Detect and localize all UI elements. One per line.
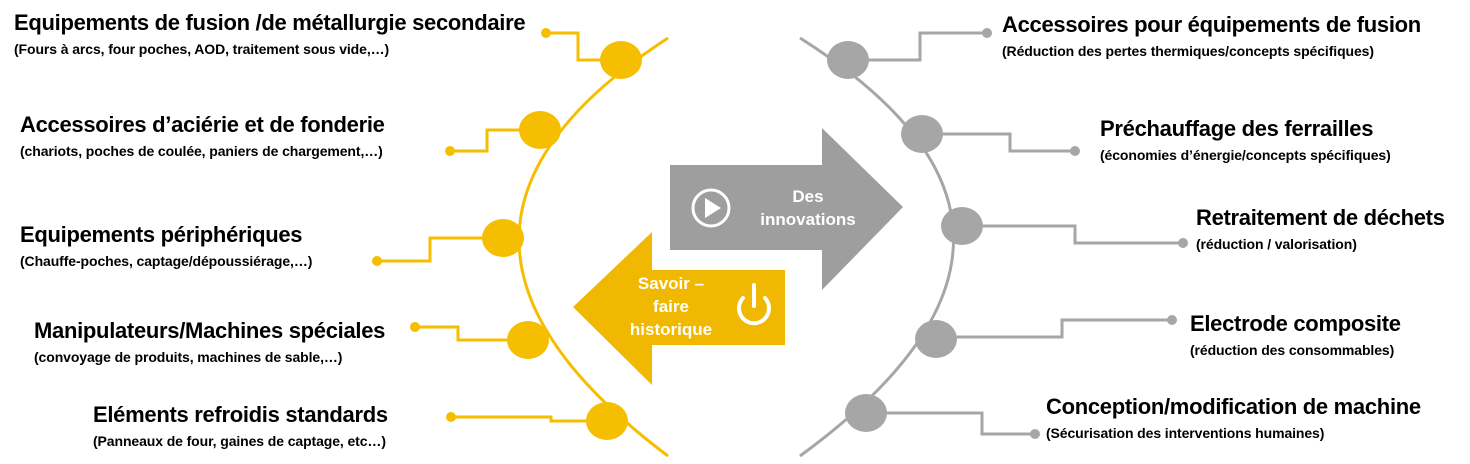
heritage-connector bbox=[377, 236, 503, 263]
innovation-item-title: Préchauffage des ferrailles bbox=[1100, 116, 1374, 141]
heritage-arrow-line3: historique bbox=[629, 320, 713, 339]
power-icon bbox=[737, 283, 771, 326]
heritage-connector bbox=[450, 128, 540, 153]
heritage-item-title: Accessoires d’aciérie et de fonderie bbox=[20, 112, 385, 137]
innovation-item-title: Retraitement de déchets bbox=[1196, 205, 1445, 230]
heritage-arrow-line2: faire bbox=[653, 297, 689, 316]
heritage-arrow bbox=[573, 232, 785, 385]
innovation-connector-dot bbox=[982, 28, 992, 38]
innovation-connector-dot bbox=[1070, 146, 1080, 156]
innovation-item-subtitle: (réduction des consommables) bbox=[1190, 342, 1395, 358]
innovation-connector-dot bbox=[1178, 238, 1188, 248]
heritage-node bbox=[586, 402, 628, 440]
innovation-connector bbox=[962, 224, 1183, 245]
innovation-node bbox=[941, 207, 983, 245]
innovation-item-subtitle: (économies d’énergie/concepts spécifique… bbox=[1100, 147, 1391, 163]
heritage-node bbox=[482, 219, 524, 257]
heritage-item-subtitle: (chariots, poches de coulée, paniers de … bbox=[20, 143, 383, 159]
heritage-connector bbox=[415, 325, 528, 342]
innovation-item-subtitle: (Réduction des pertes thermiques/concept… bbox=[1002, 43, 1374, 59]
innovation-item-title: Accessoires pour équipements de fusion bbox=[1002, 12, 1421, 37]
innovation-arrow-label: Des innovations bbox=[738, 185, 878, 231]
heritage-item-title: Eléments refroidis standards bbox=[93, 402, 388, 427]
heritage-connector-dot bbox=[541, 28, 551, 38]
innovation-connector bbox=[851, 31, 987, 62]
innovation-item-subtitle: (Sécurisation des interventions humaines… bbox=[1046, 425, 1325, 441]
heritage-node bbox=[507, 321, 549, 359]
heritage-item-title: Equipements de fusion /de métallurgie se… bbox=[14, 10, 526, 35]
heritage-arrow-label: Savoir – faire historique bbox=[608, 272, 734, 341]
heritage-item-title: Equipements périphériques bbox=[20, 222, 303, 247]
innovation-connector bbox=[866, 411, 1035, 436]
innovation-node bbox=[915, 320, 957, 358]
heritage-node bbox=[600, 41, 642, 79]
heritage-connector bbox=[546, 31, 617, 62]
heritage-connector-dot bbox=[372, 256, 382, 266]
heritage-arrow-line1: Savoir – bbox=[637, 274, 705, 293]
innovation-connector-dot bbox=[1030, 429, 1040, 439]
innovation-arrow bbox=[670, 128, 903, 290]
innovation-connector bbox=[922, 132, 1075, 153]
play-icon bbox=[691, 188, 731, 228]
innovation-item-title: Electrode composite bbox=[1190, 311, 1401, 336]
heritage-item-subtitle: (Fours à arcs, four poches, AOD, traitem… bbox=[14, 41, 390, 57]
heritage-item-title: Manipulateurs/Machines spéciales bbox=[34, 318, 386, 343]
heritage-connector bbox=[451, 415, 607, 423]
heritage-item-subtitle: (convoyage de produits, machines de sabl… bbox=[34, 349, 343, 365]
heritage-connector-dot bbox=[446, 412, 456, 422]
innovation-connector bbox=[936, 318, 1172, 339]
heritage-connector-dot bbox=[410, 322, 420, 332]
innovation-node bbox=[827, 41, 869, 79]
innovation-item-title: Conception/modification de machine bbox=[1046, 394, 1421, 419]
heritage-item-subtitle: (Chauffe-poches, captage/dépoussiérage,…… bbox=[20, 253, 313, 269]
innovation-connector-dot bbox=[1167, 315, 1177, 325]
heritage-item-subtitle: (Panneaux de four, gaines de captage, et… bbox=[93, 433, 386, 449]
innovation-node bbox=[901, 115, 943, 153]
heritage-connector-dot bbox=[445, 146, 455, 156]
innovation-arrow-line1: Des bbox=[792, 187, 824, 206]
innovation-arrow-line2: innovations bbox=[760, 210, 856, 229]
innovation-item-subtitle: (réduction / valorisation) bbox=[1196, 236, 1357, 252]
innovation-node bbox=[845, 394, 887, 432]
heritage-node bbox=[519, 111, 561, 149]
